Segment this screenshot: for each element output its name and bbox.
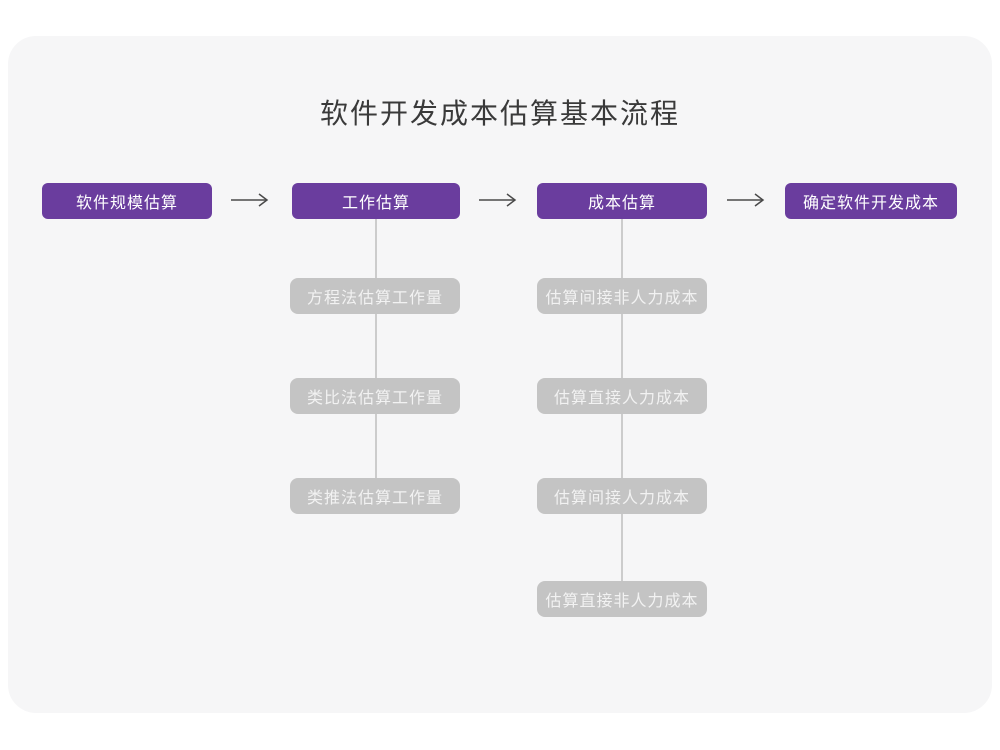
node-cost-estimation: 成本估算 <box>537 183 707 219</box>
node-direct-nonlabor-cost: 估算直接非人力成本 <box>537 581 707 617</box>
node-analogy-method: 类比法估算工作量 <box>290 378 460 414</box>
connector-line-work-column <box>375 219 377 478</box>
node-software-scale-estimation: 软件规模估算 <box>42 183 212 219</box>
page-title: 软件开发成本估算基本流程 <box>319 98 680 129</box>
node-indirect-labor-cost: 估算间接人力成本 <box>537 478 707 514</box>
right-arrow-icon <box>230 192 270 208</box>
flowchart-card <box>8 36 992 713</box>
node-work-estimation: 工作估算 <box>292 183 460 219</box>
right-arrow-icon <box>726 192 766 208</box>
node-equation-method: 方程法估算工作量 <box>290 278 460 314</box>
node-indirect-nonlabor-cost: 估算间接非人力成本 <box>537 278 707 314</box>
node-determine-dev-cost: 确定软件开发成本 <box>785 183 957 219</box>
right-arrow-icon <box>478 192 518 208</box>
node-extrapolation-method: 类推法估算工作量 <box>290 478 460 514</box>
node-direct-labor-cost: 估算直接人力成本 <box>537 378 707 414</box>
